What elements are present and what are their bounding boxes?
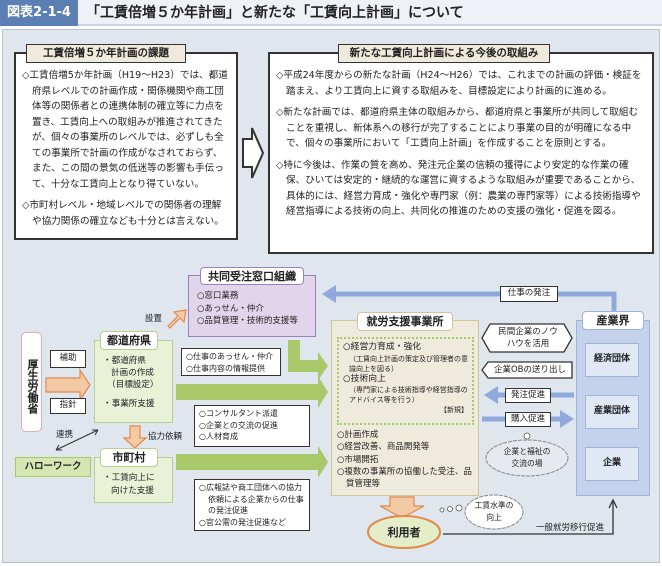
hexagon-shape [481, 323, 573, 353]
ippan-label: 一般就労移行促進 [536, 523, 605, 533]
orange-arrow-kyoryoku [122, 425, 148, 449]
ob-label: 企業OBの送り出し [493, 365, 567, 375]
shishin-label: 指針 [50, 398, 86, 414]
joint-org-item: ○品質管理・技術的支援等 [197, 316, 298, 326]
callout-item: ○広報誌や商工団体への協力依頼による企業からの仕事の発注促進 [199, 483, 304, 515]
callout-item: ○官公需の発注促進など [199, 517, 286, 527]
cloud-shape [464, 494, 524, 530]
callout-item: ○企業との交流の促進 [199, 420, 278, 430]
user-label: 利用者 [387, 526, 421, 539]
kyoryoku-label: 協力依頼 [148, 432, 183, 442]
office-item: （専門家による技術指導や経営指導のアドバイス等を行う） [349, 386, 468, 404]
joint-org-item: ○あっせん・仲介 [197, 303, 264, 314]
hatchu-label: 発注促進 [505, 388, 551, 403]
knowhow-label: 民間企業のノウハウを活用 [498, 327, 558, 349]
callout-item: ○仕事内容の情報提供 [186, 363, 265, 373]
setchi-label: 設置 [145, 314, 163, 324]
left-item: ◇工賃倍増5か年計画（H19～H23）では、都道府県レベルでの計画作成・関係機関… [22, 70, 228, 190]
title-bar [0, 0, 662, 26]
prefecture-box: ・都道府県 計画の作成 （目標設定） ・事業所支援 [94, 340, 173, 423]
joint-order-org-box: ○窓口業務 ○あっせん・仲介 ○品質管理・技術的支援等 [188, 275, 316, 337]
municipality-item: ・工賃向上に [103, 473, 155, 483]
municipality-title: 市町村 [100, 448, 158, 467]
office-item: ○経営力育成・強化 [343, 342, 422, 352]
ippan-arrow [443, 498, 618, 535]
employment-support-office-box: ○経営力育成・強化 （工賃向上計画の策定及び管理者の意識向上を図る） ○技術向上… [331, 320, 479, 496]
office-item: ○技術向上 [343, 373, 386, 384]
orange-arrow-user [379, 496, 425, 519]
callout-job-mediation: ○仕事のあっせん・仲介 ○仕事内容の情報提供 [181, 348, 281, 376]
prefecture-title: 都道府県 [100, 331, 158, 350]
office-item: （工賃向上計画の策定及び管理者の意識向上を図る） [349, 354, 468, 373]
office-item: ○複数の事業所の協働した受注、品質管理等 [337, 466, 472, 490]
callout-publicity: ○広報誌や商工団体への協力依頼による企業からの仕事の発注促進 ○官公需の発注促進… [194, 479, 310, 531]
dotted-section: ○経営力育成・強化 （工賃向上計画の策定及び管理者の意識向上を図る） ○技術向上… [337, 337, 474, 425]
figure-title: 「工賃倍増５か年計画」と新たな「工賃向上計画」について [86, 5, 464, 21]
callout-item: ○人材育成 [199, 432, 238, 441]
orange-arrow-mhlw [45, 368, 91, 402]
prefecture-item: （目標設定） [107, 380, 159, 390]
cloud-wage-label: 工賃水準の向上 [474, 501, 514, 522]
industry-item: 産業団体 [585, 395, 639, 429]
callout-consultant: ○コンサルタント派遣 ○企業との交流の促進 ○人材育成 [194, 405, 310, 447]
green-arrow-prefecture [176, 376, 328, 408]
right-item: ◇平成24年度からの新たな計画（H24～H26）では、これまでの計画の評価・検証… [276, 70, 642, 97]
callout-item: ○仕事のあっせん・仲介 [186, 352, 273, 361]
user-ellipse [367, 515, 441, 549]
municipality-item: 向けた支援 [111, 485, 154, 496]
office-item: ○経営改善、商品開発等 [337, 442, 430, 453]
green-arrow-joint [288, 340, 328, 380]
new-badge: 【新規】 [440, 406, 468, 414]
office-item: ○計画作成 [337, 430, 379, 440]
cloud-exchange-label: 企業と福祉の交流の場 [503, 447, 551, 468]
right-arrow-icon [242, 127, 265, 179]
mhlw-box: 厚生労働省 [21, 332, 42, 432]
right-item: ◇特に今後は、作業の質を高め、発注元企業の信頼の獲得により安定的な作業の確保、ひ… [276, 159, 641, 218]
joint-org-item: ○窓口業務 [197, 291, 239, 301]
hellowork-box: ハローワーク [15, 457, 91, 477]
callout-item: ○コンサルタント派遣 [199, 409, 278, 418]
industry-item: 企業 [585, 447, 639, 481]
left-item: ◇市町村レベル・地域レベルでの関係者の理解や協力関係の確立なども十分とは言えない… [22, 200, 224, 227]
renkei-label: 連携 [56, 430, 74, 440]
prefecture-item: 計画の作成 [111, 368, 154, 378]
green-arrow-municipality [176, 446, 328, 478]
industry-item: 経済団体 [585, 343, 639, 377]
blue-line-order [334, 291, 617, 318]
order-label: 仕事の発注 [500, 286, 558, 302]
prefecture-item: ・都道府県 [103, 356, 146, 366]
figure-label: 図表2-1-4 [0, 0, 78, 26]
right-item: ◇新たな計画では、都道府県主体の取組みから、都道府県と事業所が共同して取組むこと… [276, 107, 639, 149]
cloud-shape [485, 439, 569, 477]
hojo-label: 補助 [50, 350, 86, 368]
joint-org-title: 共同受注窓口組織 [200, 267, 304, 285]
orange-arrow-setchi [167, 309, 187, 329]
left-panel-heading: 工賃倍増５か年計画の課題 [26, 44, 186, 63]
office-item: ○市場開拓 [337, 454, 379, 465]
industry-title: 産業界 [582, 311, 644, 330]
renkei-arrow [55, 429, 99, 451]
right-panel-heading: 新たな工賃向上計画による今後の取組み [338, 44, 550, 63]
left-panel: ◇工賃倍増5か年計画（H19～H23）では、都道府県レベルでの計画作成・関係機関… [14, 52, 238, 240]
office-title: 就労支援事業所 [357, 312, 453, 331]
right-panel: ◇平成24年度からの新たな計画（H24～H26）では、これまでの計画の評価・検証… [268, 52, 654, 254]
prefecture-item: ・事業所支援 [103, 399, 155, 409]
konyu-label: 購入促進 [505, 412, 551, 427]
